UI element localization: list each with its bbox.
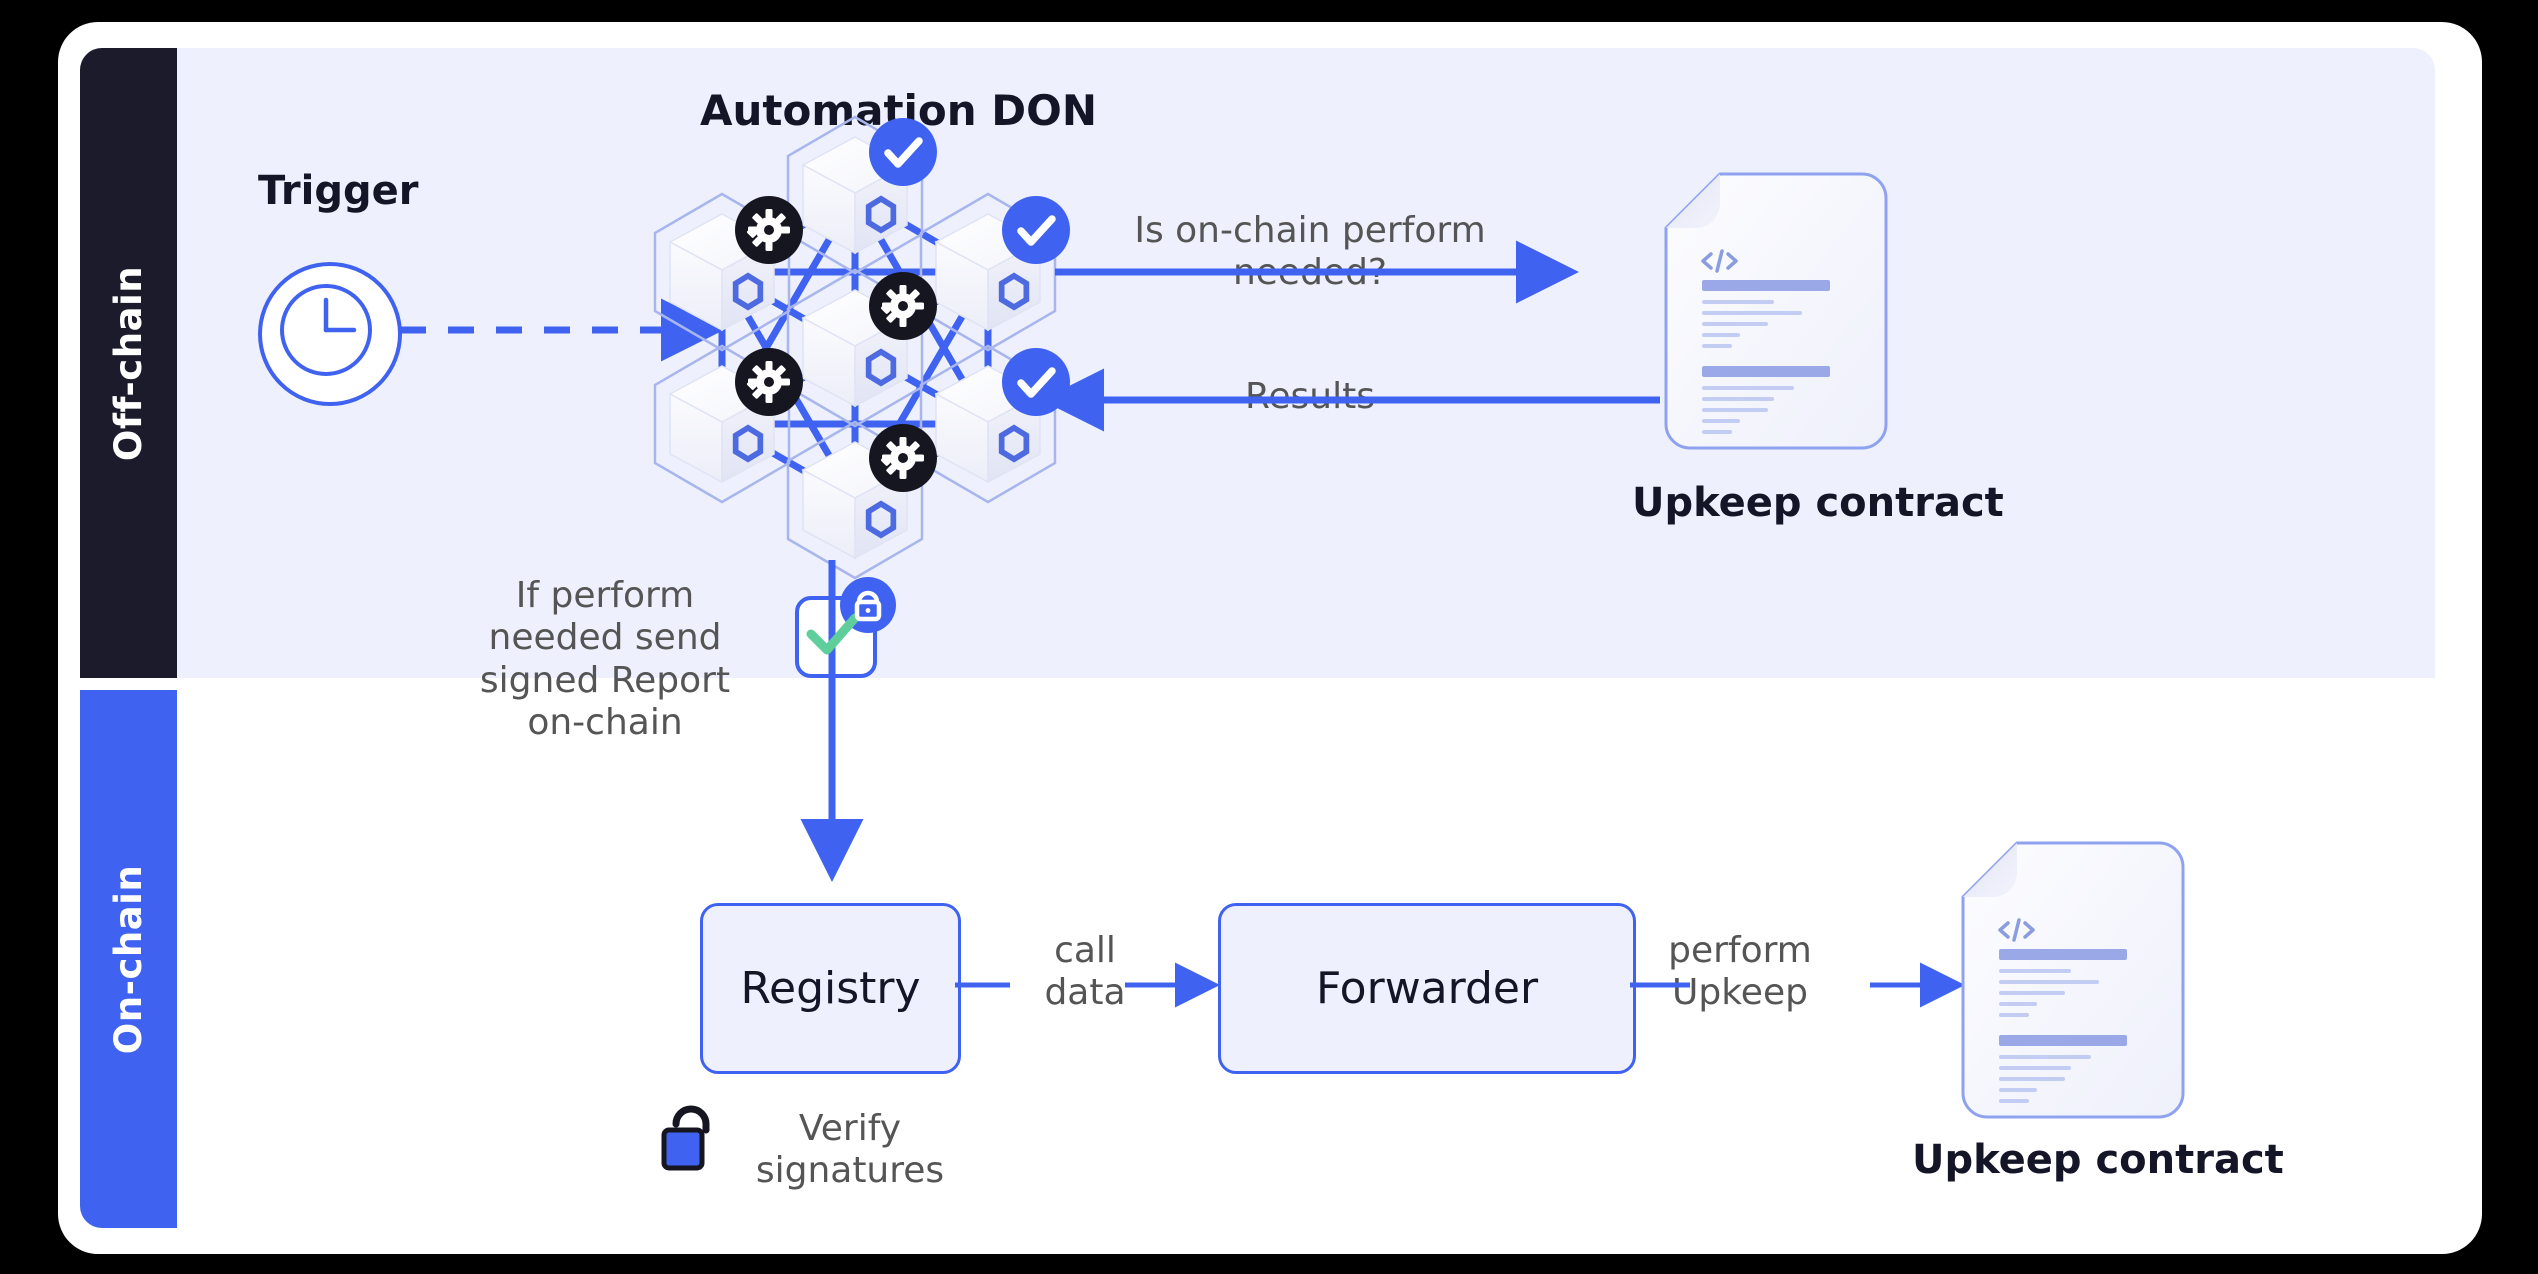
call-data-note: call data	[1044, 930, 1126, 1014]
don-title: Automation DON	[700, 86, 1098, 135]
verify-signatures-note: Verify signatures	[755, 1108, 945, 1192]
lock-icon	[840, 577, 896, 633]
trigger-title: Trigger	[258, 168, 419, 214]
results-note: Results	[1245, 376, 1375, 417]
report-note: If perform needed send signed Report on-…	[479, 575, 731, 744]
upkeep-contract-label-onchain: Upkeep contract	[1912, 1137, 2284, 1183]
onchain-rail: On-chain	[80, 690, 177, 1228]
onchain-rail-label: On-chain	[107, 864, 151, 1054]
offchain-rail: Off-chain	[80, 48, 177, 678]
forwarder-box[interactable]: Forwarder	[1218, 903, 1636, 1074]
clock-icon	[258, 262, 402, 406]
offchain-panel	[177, 48, 2435, 678]
upkeep-contract-label-offchain: Upkeep contract	[1632, 480, 2004, 526]
question-note: Is on-chain perform needed?	[1134, 210, 1486, 294]
perform-upkeep-note: perform Upkeep	[1668, 930, 1812, 1014]
registry-box[interactable]: Registry	[700, 903, 961, 1074]
offchain-rail-label: Off-chain	[107, 265, 150, 461]
